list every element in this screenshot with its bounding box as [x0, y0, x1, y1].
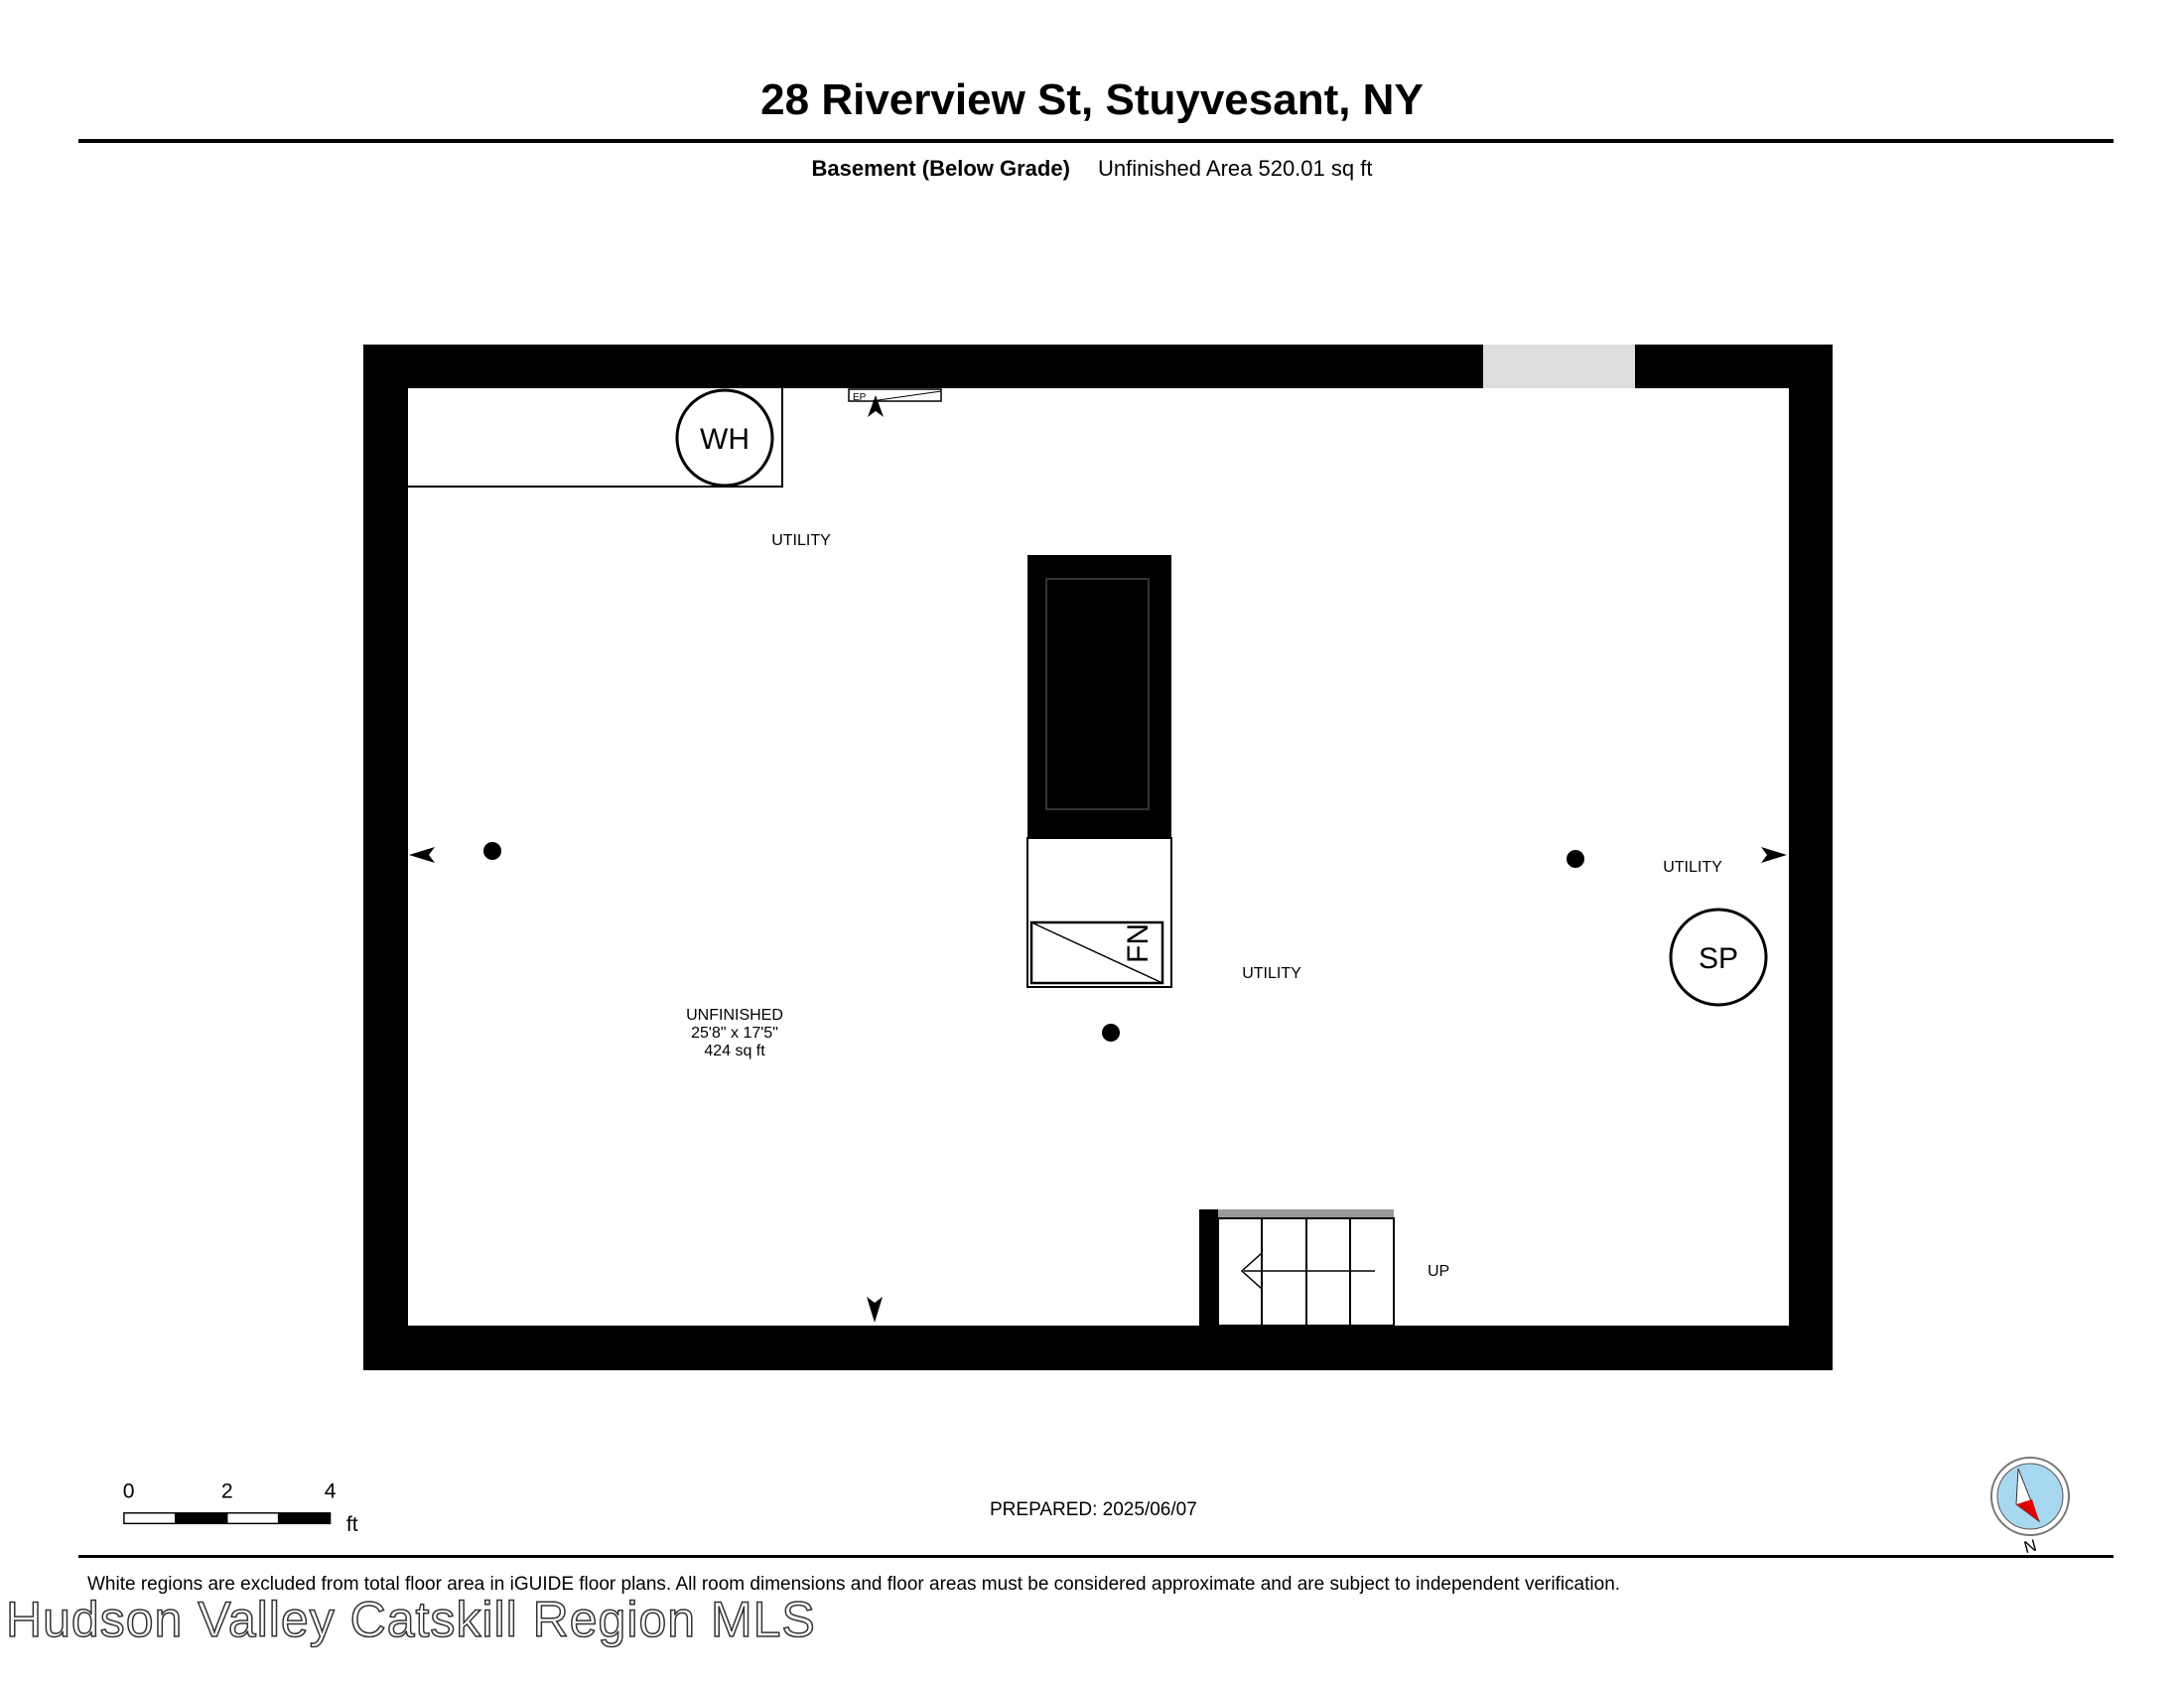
- scale-bar: 0 2 4 ft: [123, 1479, 358, 1536]
- scale-segment: [277, 1512, 332, 1525]
- header-rule: [78, 139, 2114, 143]
- water-heater-alcove: [408, 388, 783, 488]
- arrow-north-marker-icon: [868, 395, 884, 417]
- utility-label-top: UTILITY: [771, 532, 831, 549]
- scale-segment: [226, 1512, 280, 1525]
- stair-rail: [1218, 1209, 1394, 1218]
- scale-unit: ft: [346, 1513, 358, 1536]
- level-name: Basement (Below Grade): [811, 156, 1070, 181]
- water-heater-label: WH: [700, 423, 750, 456]
- area-summary: Unfinished Area 520.01 sq ft: [1098, 156, 1373, 181]
- scale-tick-4: 4: [325, 1479, 337, 1502]
- room-name: UNFINISHED: [686, 1007, 783, 1024]
- utility-label-right: UTILITY: [1663, 859, 1722, 876]
- sump-pump-icon: [1669, 908, 1768, 1007]
- electrical-panel-label: EP: [853, 392, 867, 403]
- scale-segment: [175, 1512, 228, 1525]
- room-dimensions: 25'8" x 17'5": [691, 1025, 778, 1042]
- scale-tick-2: 2: [221, 1479, 233, 1502]
- electrical-panel-diagonal: [871, 390, 942, 402]
- compass-north-label: N: [2022, 1536, 2039, 1558]
- electrical-panel-icon: [848, 388, 942, 402]
- floor-plan: WH EP FN SP UP UTILITY UTILITY UTILITY U…: [363, 345, 1833, 1370]
- furnace-label: FN: [1122, 923, 1155, 963]
- footer-rule: [78, 1555, 2114, 1558]
- chimney-column: [1027, 555, 1171, 838]
- support-post: [1567, 850, 1584, 868]
- utility-label-center: UTILITY: [1242, 965, 1301, 982]
- prepared-date: PREPARED: 2025/06/07: [990, 1499, 1197, 1520]
- compass-icon: N: [1990, 1457, 2070, 1558]
- arrow-right-marker-icon: [1761, 847, 1787, 863]
- chimney-inner-outline: [1045, 578, 1150, 810]
- watermark: Hudson Valley Catskill Region MLS: [5, 1591, 816, 1648]
- sump-pump-label: SP: [1699, 942, 1738, 975]
- support-post: [1102, 1024, 1120, 1042]
- stair-arrow-icon: [1240, 1252, 1263, 1290]
- disclaimer: White regions are excluded from total fl…: [87, 1574, 1621, 1595]
- page-title: 28 Riverview St, Stuyvesant, NY: [760, 75, 1424, 124]
- support-post: [483, 842, 501, 860]
- arrow-down-marker-icon: [867, 1297, 883, 1323]
- level-summary: Basement (Below Grade) Unfinished Area 5…: [0, 156, 2184, 182]
- window: [1483, 345, 1635, 388]
- scale-tick-0: 0: [123, 1479, 135, 1502]
- furnace-diagonal: [1030, 921, 1163, 984]
- arrow-left-marker-icon: [409, 847, 435, 863]
- scale-segment: [123, 1512, 177, 1525]
- stairs-label: UP: [1428, 1263, 1449, 1280]
- water-heater-icon: [675, 388, 774, 488]
- room-area: 424 sq ft: [704, 1043, 765, 1059]
- stair-wall: [1199, 1209, 1218, 1327]
